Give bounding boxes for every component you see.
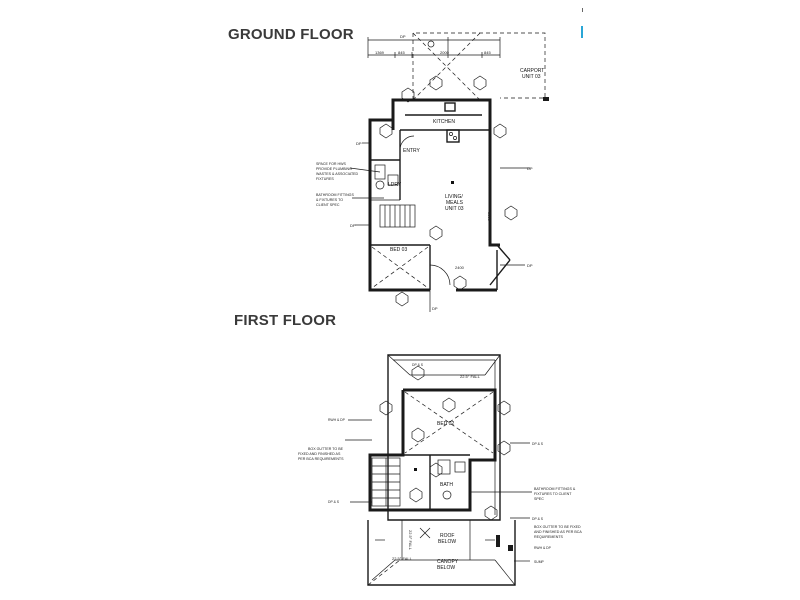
ground-dp-bottom: DP (432, 306, 438, 311)
ground-bath-note-3: CLIENT SPEC (316, 203, 340, 207)
fall-bottom-label: 22.5° FALL (392, 556, 413, 561)
bed-02-label: BED 02 (437, 421, 454, 427)
gutter-note-left-2: FIXED AND FINISHED AS (298, 452, 341, 456)
ground-floor-heading: GROUND FLOOR (228, 26, 354, 43)
ground-bed-x (371, 246, 429, 289)
sump-tag: SUMP (534, 560, 545, 564)
roof-below-label-2: BELOW (438, 539, 456, 545)
living-label: LIVING/ (445, 194, 463, 200)
ground-walls (368, 98, 511, 292)
ground-dim-b: 845 (398, 50, 405, 55)
hws-note-1: SPACE FOR HWS (316, 162, 346, 166)
laundry-label: LDRY (388, 182, 402, 188)
first-bath-note-2: FIXTURES TO CLIENT (534, 492, 572, 496)
fall-top-label: 22.5° FALL (460, 374, 481, 379)
first-bath-note-3: SPEC (534, 497, 544, 501)
ground-floor-plan: 1369 845 2000 845 DP CARPORT UNIT 03 (316, 32, 549, 312)
first-stair (371, 457, 401, 507)
ground-dp-top: DP (400, 34, 406, 39)
ground-dim-a: 1369 (375, 50, 385, 55)
first-hex-tags (379, 365, 511, 521)
ground-dp-right: DP (527, 166, 533, 171)
bath-label: BATH (440, 482, 453, 488)
dp-s-tag-right: DP & S (532, 442, 544, 446)
fall-left-label: 22.5° FALL (408, 530, 413, 551)
carport-outline: CARPORT UNIT 03 (412, 32, 549, 101)
first-bath-note-1: BATHROOM FITTINGS & (534, 487, 576, 491)
page-accent-bar (581, 26, 583, 38)
ground-dim-c: 2000 (440, 50, 450, 55)
rwh-dp-tag-left: RWH & DP (328, 418, 346, 422)
roof-below-label: ROOF (440, 533, 454, 539)
first-walls (368, 388, 497, 512)
first-floor-plan: BED 02 BATH ROOF BELOW CANOPY BELOW 22.5… (298, 354, 582, 586)
ground-dim-right: 5800 (487, 212, 492, 222)
ground-bath-note-1: BATHROOM FITTINGS (316, 193, 354, 197)
ground-dim-d: 845 (484, 50, 491, 55)
first-floor-heading: FIRST FLOOR (234, 312, 337, 329)
canopy-below-label-2: BELOW (437, 565, 455, 571)
ground-hex-tags (379, 75, 518, 307)
dp-s-tag-right-low: DP & S (532, 517, 544, 521)
ground-dp-left: DP (350, 223, 356, 228)
kitchen-label: KITCHEN (433, 119, 455, 125)
carport-unit-label: UNIT 03 (522, 74, 541, 80)
dp-s-tag-top: DP & S (412, 363, 424, 367)
hws-note-3: WASTES & ASSOCIATED (316, 172, 359, 176)
first-roof-below (375, 520, 513, 560)
page-corner-mark (582, 8, 583, 12)
ground-bath-note-2: & FIXTURES TO (316, 198, 343, 202)
gutter-note-right-2: AND FINISHED AS PER BCA (534, 530, 582, 534)
rwh-dp-tag-right: RWH & DP (534, 546, 552, 550)
ground-dp-right-low: DP (527, 263, 533, 268)
ground-dim-bottom: 2400 (455, 265, 465, 270)
hws-note-4: FIXTURES (316, 177, 334, 181)
meals-label: MEALS (446, 200, 464, 206)
carport-label: CARPORT (520, 68, 544, 74)
gutter-note-left-3: PER BCA REQUIREMENTS (298, 457, 344, 461)
gutter-note-left-1: BOX GUTTER TO BE (308, 447, 344, 451)
ground-top-dimensions: 1369 845 2000 845 DP (367, 34, 501, 58)
hws-note-2: PROVIDE PLUMBING (316, 167, 352, 171)
gutter-note-right-1: BOX GUTTER TO BE FIXED (534, 525, 581, 529)
ground-stair (379, 204, 416, 228)
ground-dp-left-top: DP (356, 141, 362, 146)
dp-s-tag-left: DP & S (328, 500, 340, 504)
gutter-note-right-3: REQUIREMENTS (534, 535, 564, 539)
living-unit-label: UNIT 03 (445, 206, 464, 212)
entry-label: ENTRY (403, 148, 421, 154)
canopy-below-label: CANOPY (437, 559, 459, 565)
ground-bed-label: BED 03 (390, 247, 407, 253)
